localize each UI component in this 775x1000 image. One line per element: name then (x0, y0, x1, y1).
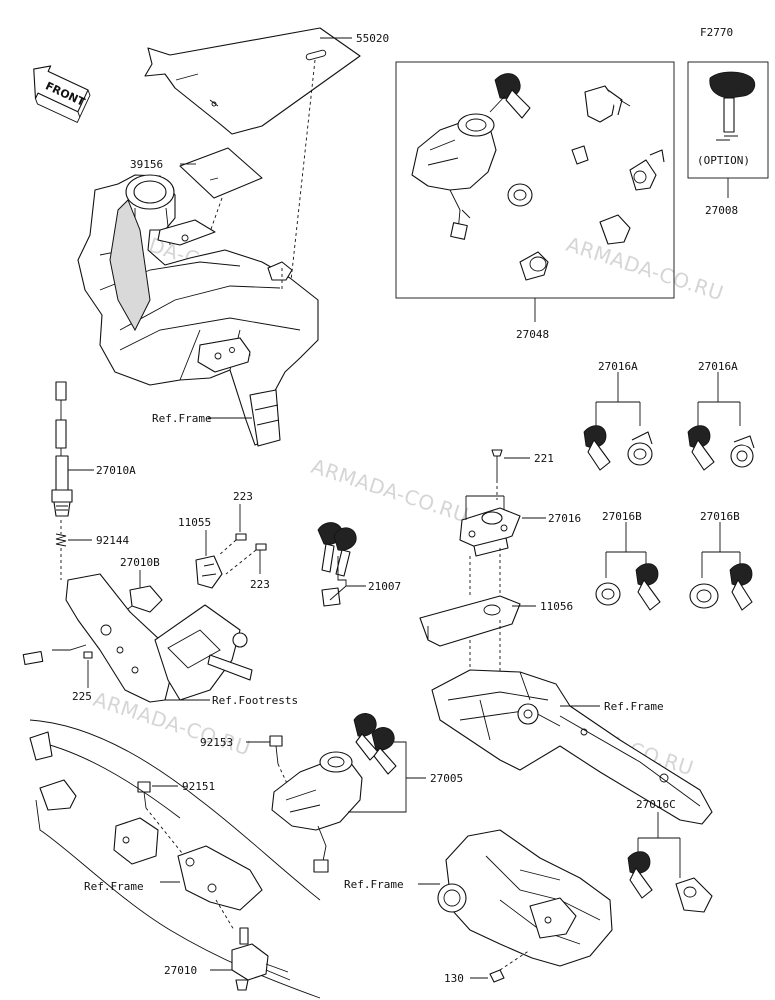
front-arrow-badge: FRONT (33, 65, 91, 124)
part-number-92153: 92153 (200, 736, 233, 749)
part-number-27008: 27008 (705, 204, 738, 217)
part-number-130: 130 (444, 972, 464, 985)
ref-frame-right: Ref.Frame (604, 700, 664, 713)
part-number-223-2: 223 (250, 578, 270, 591)
part-number-92144: 92144 (96, 534, 129, 547)
part-number-225: 225 (72, 690, 92, 703)
bolt-223-2 (225, 543, 267, 575)
frame-bottom-right (418, 829, 613, 967)
bolt-92151 (137, 781, 187, 859)
spring-92144 (55, 533, 92, 580)
part-number-39156: 39156 (130, 158, 163, 171)
lock-bracket-27016 (459, 495, 546, 598)
plate-11056 (419, 595, 536, 680)
part-number-27010: 27010 (164, 964, 197, 977)
ignition-kit-27048 (395, 61, 675, 322)
frame-rear-right (431, 669, 713, 825)
part-number-92151: 92151 (182, 780, 215, 793)
option-label: (OPTION) (697, 154, 750, 167)
switch-27010A (51, 381, 94, 534)
ref-frame-bottom-left: Ref.Frame (84, 880, 144, 893)
bolt-92153 (246, 735, 291, 791)
ignition-switch-27005 (271, 713, 426, 873)
part-number-27016A-2: 27016A (698, 360, 738, 373)
key-set-21007 (317, 522, 366, 607)
part-number-221: 221 (534, 452, 554, 465)
part-number-21007: 21007 (368, 580, 401, 593)
screw-221 (491, 449, 530, 500)
part-number-27016B-1: 27016B (602, 510, 642, 523)
part-number-27048: 27048 (516, 328, 549, 341)
part-number-11055: 11055 (178, 516, 211, 529)
bracket-11055 (195, 530, 223, 589)
part-number-27016A-1: 27016A (598, 360, 638, 373)
part-number-27016: 27016 (548, 512, 581, 525)
part-number-55020: 55020 (356, 32, 389, 45)
frame-bottom-left (29, 719, 321, 999)
ref-frame-bottom-right: Ref.Frame (344, 878, 404, 891)
ref-footrests: Ref.Footrests (212, 694, 298, 707)
bolt-223-1 (217, 504, 247, 557)
plate-55020 (144, 27, 361, 291)
frame-head-top (77, 174, 319, 447)
switch-27010 (210, 927, 291, 991)
part-number-27016B-2: 27016B (700, 510, 740, 523)
lock-set-27016B-1 (595, 522, 661, 611)
part-number-27010B: 27010B (120, 556, 160, 569)
part-number-27010A: 27010A (96, 464, 136, 477)
part-number-27016C: 27016C (636, 798, 676, 811)
figure-id: F2770 (700, 26, 733, 39)
label-39156 (179, 147, 263, 233)
watermark-text: ARMADA-CO.RU (563, 232, 726, 305)
part-number-223-1: 223 (233, 490, 253, 503)
footrest-bracket-assembly (22, 570, 253, 703)
lock-set-27016C (627, 812, 713, 913)
bolt-130 (470, 949, 531, 983)
lock-set-27016A-2 (687, 372, 755, 471)
part-number-11056: 11056 (540, 600, 573, 613)
lock-set-27016A-1 (583, 372, 653, 471)
lock-set-27016B-2 (689, 522, 753, 611)
ref-frame-top: Ref.Frame (152, 412, 212, 425)
part-number-27005: 27005 (430, 772, 463, 785)
watermark-text: ARMADA-CO.RU (308, 454, 471, 527)
option-key-27008: (OPTION) (687, 61, 769, 198)
